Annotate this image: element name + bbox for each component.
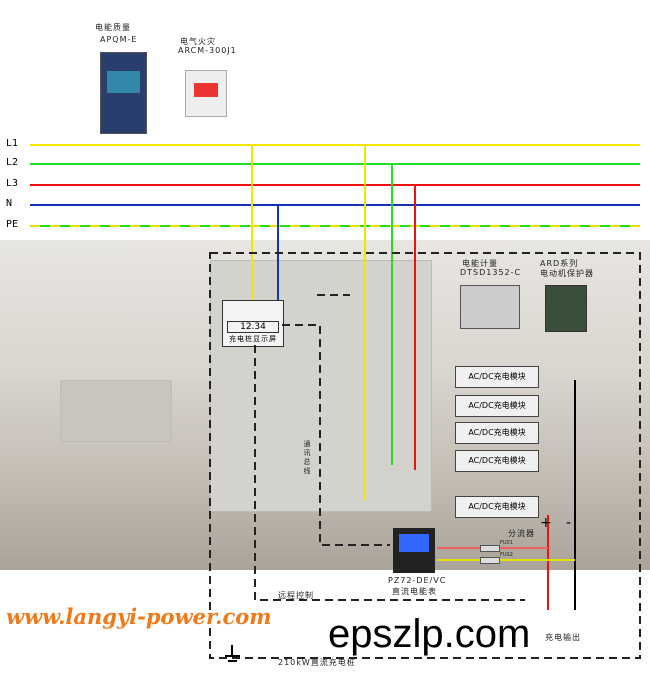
shunt-label: 分流器 [508,529,535,538]
power-quality-device [100,52,147,134]
dc-meter-name: 直流电能表 [392,587,437,596]
charger-display: 12.34 充电桩显示屏 [222,300,284,347]
fuse-2-label: FU02 [500,552,513,558]
charging-module: AC/DC充电模块 [455,422,539,444]
relay-model: 电动机保护器 [540,269,594,278]
charging-module: AC/DC充电模块 [455,366,539,388]
meter-name: 电能计量 [462,259,498,268]
cabinet-label: 210kW直流充电桩 [278,658,356,667]
display-caption: 充电桩显示屏 [229,335,277,343]
charging-module: AC/DC充电模块 [455,496,539,518]
display-value: 12.34 [227,321,279,333]
comm-label: 通讯总线 [303,440,311,476]
charging-module: AC/DC充电模块 [455,450,539,472]
minus-sign: - [566,515,571,531]
line-L1: L1 [6,138,19,149]
charging-module: AC/DC充电模块 [455,395,539,417]
line-L3: L3 [6,178,19,189]
watermark-epszlp: epszlp.com [328,612,531,656]
fuse-2 [480,557,500,564]
line-L2: L2 [6,157,19,168]
fire-name: 电气火灾 [180,37,216,46]
fuse-1-label: FU01 [500,540,513,546]
fire-model: ARCM-300J1 [178,46,237,55]
fire-device [185,70,227,117]
output-label: 充电输出 [545,633,581,642]
meter-model: DTSD1352-C [460,268,522,277]
line-PE: PE [6,219,19,230]
dc-meter [393,528,435,573]
line-N: N [6,198,13,209]
fuse-1 [480,545,500,552]
dc-meter-model: PZ72-DE/VC [388,576,447,585]
energy-meter [460,285,520,329]
plus-sign: + [540,515,552,531]
pq-model: APQM-E [100,35,138,44]
relay-name: ARD系列 [540,259,579,268]
pq-name: 电能质量 [95,23,131,32]
relay-device [545,285,587,332]
remote-label: 远程控制 [278,591,314,600]
watermark-langyi: www.langyi-power.com [6,604,272,629]
truck-photo [60,380,172,442]
